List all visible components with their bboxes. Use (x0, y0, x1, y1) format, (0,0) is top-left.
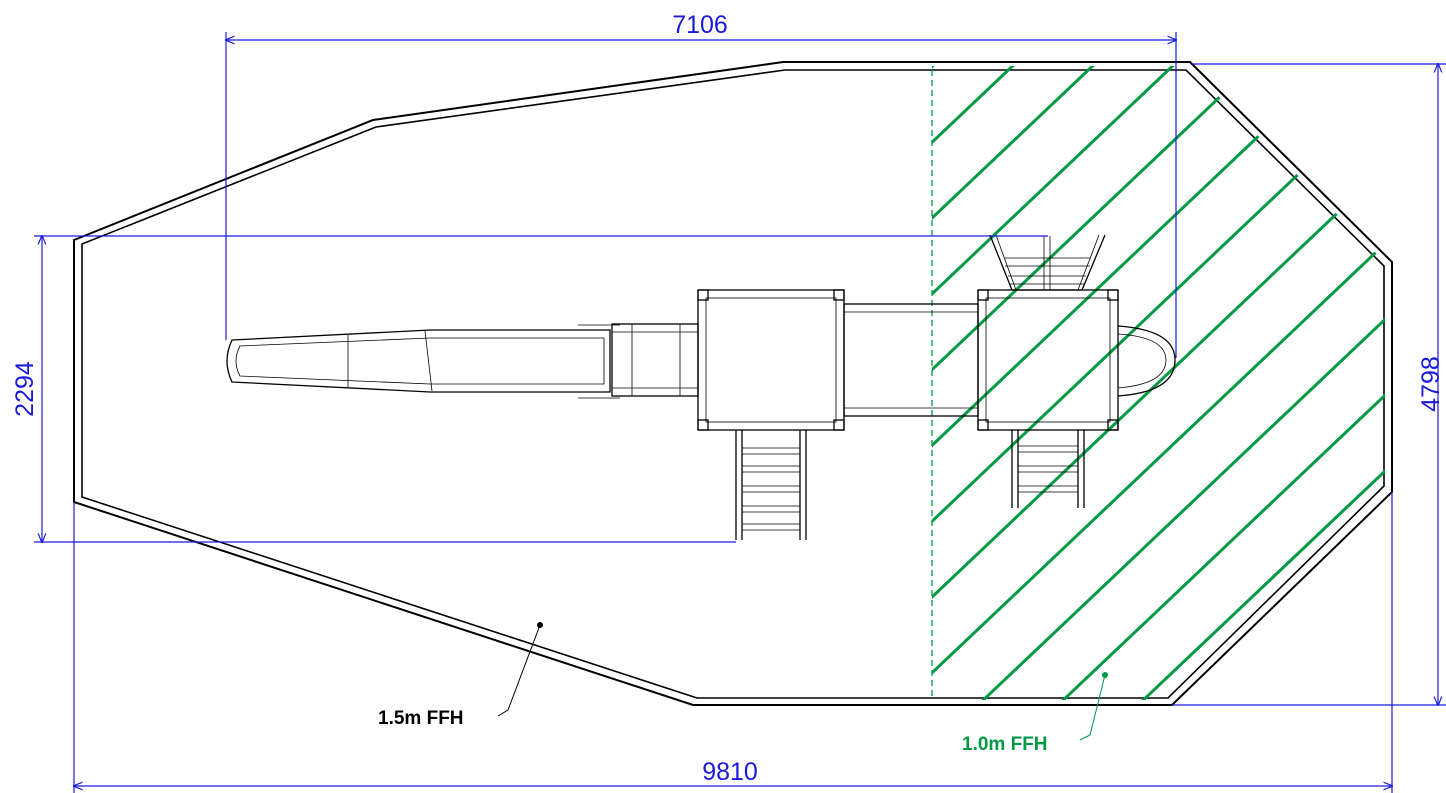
slide-platform-link (611, 323, 699, 397)
hatch-line (932, 66, 1385, 700)
hatch-line (932, 66, 1282, 700)
hatch-line (932, 66, 1202, 700)
ladder-left (735, 430, 807, 540)
hatch-line (932, 66, 1042, 700)
dimension-top-label: 7106 (672, 11, 728, 39)
hatch-line (1238, 66, 1385, 700)
dimension-right-label: 4798 (1417, 356, 1445, 412)
ladder-top (989, 234, 1106, 291)
hatch-line (932, 66, 1385, 700)
callout-leader-zone-a (497, 622, 543, 717)
dimensions (34, 32, 1446, 793)
hatch-line (932, 66, 1122, 700)
safety-zone-outline (73, 61, 1393, 706)
hatch-line (932, 66, 962, 700)
callout-leader-zone-b (1079, 672, 1108, 741)
hatch-line (932, 66, 1385, 700)
hatch-line (998, 66, 1385, 700)
hatch-line (932, 66, 1362, 700)
slide (226, 324, 620, 399)
half-round-panel (1117, 325, 1176, 397)
hatch-line (932, 66, 1385, 700)
dimension-left-label: 2294 (11, 361, 39, 417)
callout-zone-a-label: 1.5m FFH (378, 708, 464, 729)
tower-right (977, 289, 1119, 431)
tower-left (697, 289, 845, 431)
callout-zone-b-label: 1.0m FFH (962, 734, 1048, 755)
dimension-bottom-label: 9810 (702, 758, 758, 786)
play-equipment (226, 234, 1176, 540)
ladder-right (1011, 430, 1085, 508)
hatch-line (1078, 66, 1385, 700)
hatch-line (1158, 66, 1385, 700)
reduced-fall-height-zone (931, 66, 1385, 700)
bridge (843, 303, 979, 417)
